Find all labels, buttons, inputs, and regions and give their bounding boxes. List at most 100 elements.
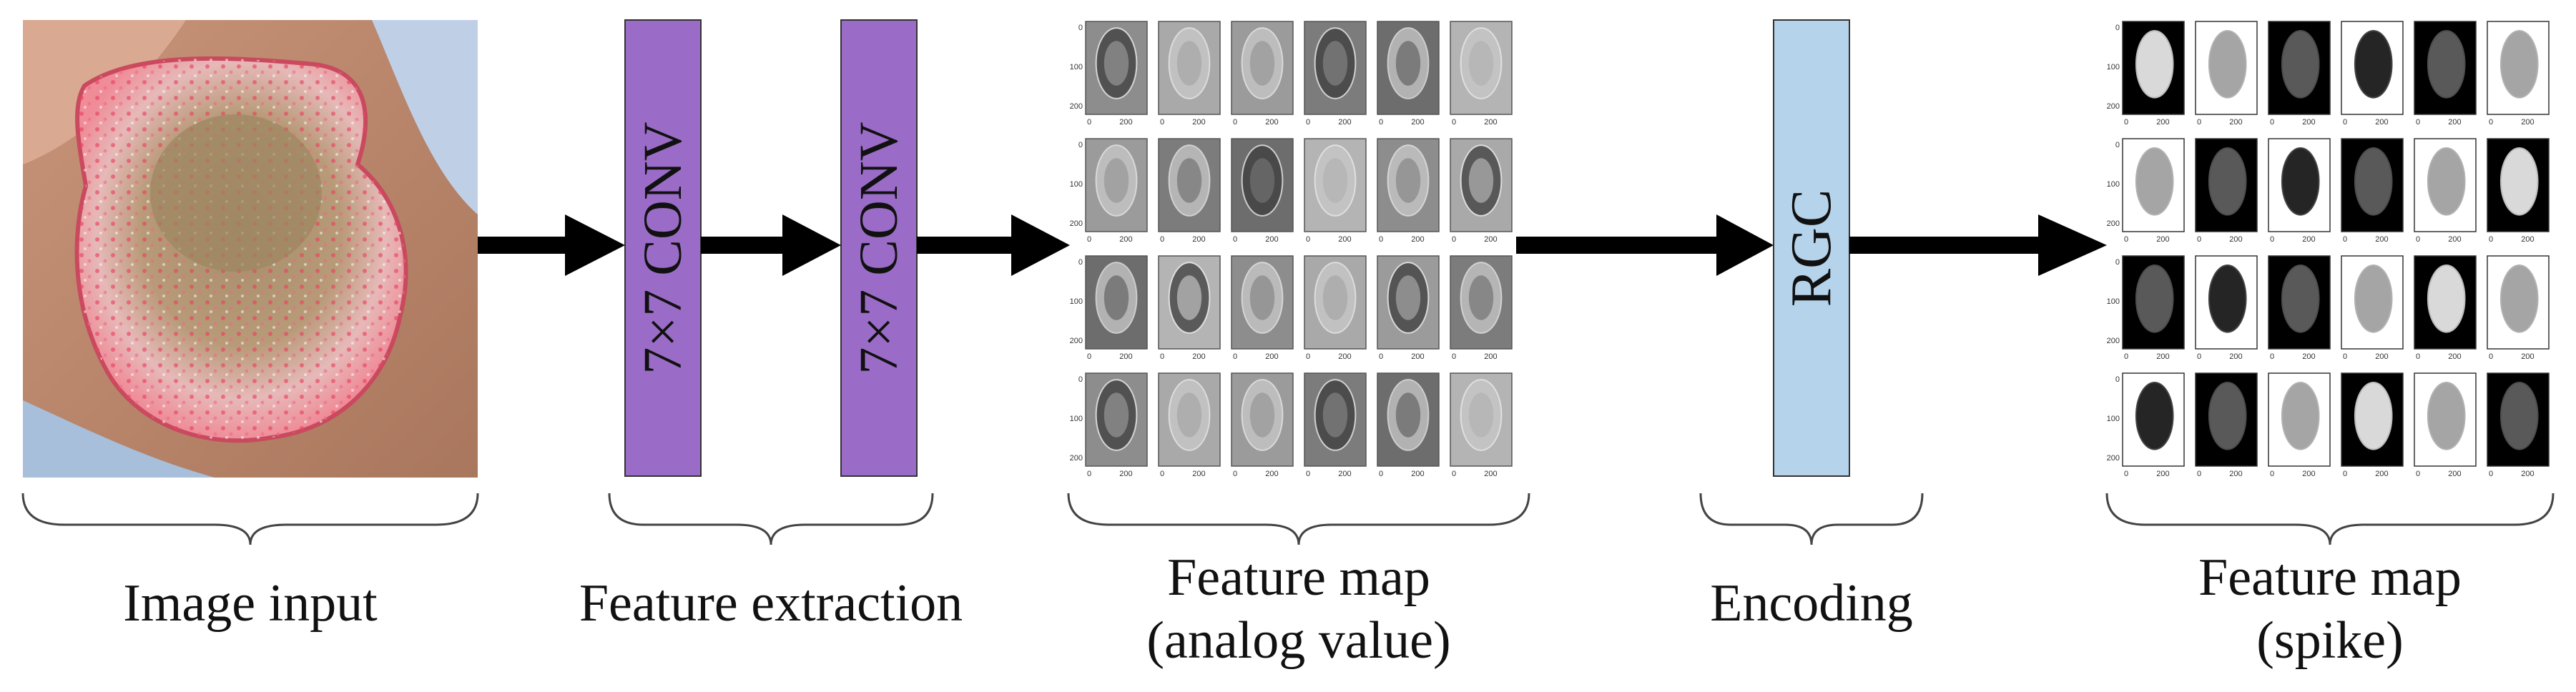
tick-label-x: 0 <box>1087 235 1091 244</box>
tick-label-x: 0 <box>2416 352 2420 361</box>
conv-block-2: 7×7 CONV <box>840 19 918 477</box>
tick-label-x: 200 <box>2375 118 2388 127</box>
conv-label-1: 7×7 CONV <box>633 122 693 374</box>
tick-label-x: 0 <box>1233 235 1237 244</box>
feature-map-cell: 0 200 <box>2268 372 2331 478</box>
tick-label-x: 200 <box>1338 352 1351 361</box>
tick-label-x: 0 <box>1306 470 1310 478</box>
label-encoding: Encoding <box>1710 574 1913 633</box>
label-feature-map-analog-line2: (analog value) <box>1146 611 1450 670</box>
tick-label-y: 0 <box>2115 375 2120 384</box>
tick-label-y: 100 <box>1070 415 1083 423</box>
tick-label-x: 200 <box>1411 118 1424 127</box>
tick-label-y: 100 <box>1070 63 1083 71</box>
braces <box>21 493 2555 545</box>
arrow-conv-to-featuremap <box>917 214 1070 276</box>
label-image-input: Image input <box>123 574 378 633</box>
label-feature-map-analog-line1: Feature map <box>1167 548 1430 607</box>
tick-label-x: 200 <box>2156 235 2169 244</box>
tick-label-x: 0 <box>2270 235 2274 244</box>
feature-map-cell: 0 200 <box>2414 138 2477 244</box>
tick-label-x: 200 <box>2448 470 2461 478</box>
tick-label-y: 200 <box>1070 102 1083 111</box>
tick-label-x: 0 <box>2270 470 2274 478</box>
tick-label-x: 200 <box>1265 118 1278 127</box>
tick-label-x: 200 <box>1484 352 1497 361</box>
tick-label-x: 200 <box>2302 470 2315 478</box>
tick-label-x: 200 <box>2156 470 2169 478</box>
arrow-featuremap-to-rgc <box>1516 214 1774 276</box>
tick-label-x: 200 <box>1265 235 1278 244</box>
tick-label-x: 0 <box>2124 470 2128 478</box>
feature-map-analog-grid: 0 200 0 100 200 0 200 0 200 0 200 0 200 0 200 0 200 0 100 2… <box>1070 21 1513 478</box>
tick-label-x: 0 <box>2124 235 2128 244</box>
tick-label-x: 0 <box>1379 118 1383 127</box>
tick-label-y: 200 <box>1070 454 1083 463</box>
tick-label-x: 200 <box>1338 118 1351 127</box>
tick-label-x: 0 <box>1087 470 1091 478</box>
feature-map-cell: 0 200 <box>2268 138 2331 244</box>
tick-label-x: 0 <box>1160 118 1164 127</box>
tick-label-x: 0 <box>1379 352 1383 361</box>
tick-label-x: 200 <box>2521 118 2534 127</box>
feature-map-cell: 0 200 <box>2487 21 2550 127</box>
tick-label-x: 200 <box>2375 470 2388 478</box>
tick-label-x: 200 <box>2229 118 2242 127</box>
feature-map-cell: 0 200 <box>1231 138 1294 244</box>
tick-label-x: 0 <box>1306 352 1310 361</box>
tick-label-y: 0 <box>2115 141 2120 149</box>
brace-feature-map-spike <box>2105 493 2555 545</box>
tick-label-x: 200 <box>1119 470 1132 478</box>
tick-label-x: 0 <box>2270 118 2274 127</box>
tick-label-x: 0 <box>2197 235 2201 244</box>
conv-block-1: 7×7 CONV <box>624 19 702 477</box>
tick-label-x: 0 <box>1452 118 1456 127</box>
tick-label-x: 0 <box>2343 235 2347 244</box>
conv-label-2: 7×7 CONV <box>849 122 909 374</box>
tick-label-x: 200 <box>2156 352 2169 361</box>
rgc-block: RGC <box>1773 19 1850 477</box>
tick-label-x: 200 <box>1338 470 1351 478</box>
feature-map-cell: 0 200 <box>1377 21 1440 127</box>
tick-label-x: 200 <box>2302 118 2315 127</box>
brace-feature-extraction <box>608 493 934 545</box>
tick-label-x: 200 <box>2156 118 2169 127</box>
tick-label-x: 0 <box>1379 235 1383 244</box>
tick-label-y: 0 <box>2115 24 2120 32</box>
tick-label-x: 0 <box>2416 235 2420 244</box>
tick-label-y: 0 <box>1078 24 1083 32</box>
tick-label-x: 200 <box>1265 470 1278 478</box>
tick-label-x: 200 <box>2302 235 2315 244</box>
tick-label-x: 0 <box>2489 118 2493 127</box>
arrows <box>478 214 2107 276</box>
tick-label-y: 0 <box>1078 258 1083 267</box>
feature-map-cell: 0 200 <box>2341 138 2404 244</box>
tick-label-x: 200 <box>2448 235 2461 244</box>
tick-label-x: 200 <box>1484 470 1497 478</box>
tick-label-x: 200 <box>2375 235 2388 244</box>
arrow-input-to-conv <box>478 214 625 276</box>
tick-label-x: 0 <box>1087 352 1091 361</box>
